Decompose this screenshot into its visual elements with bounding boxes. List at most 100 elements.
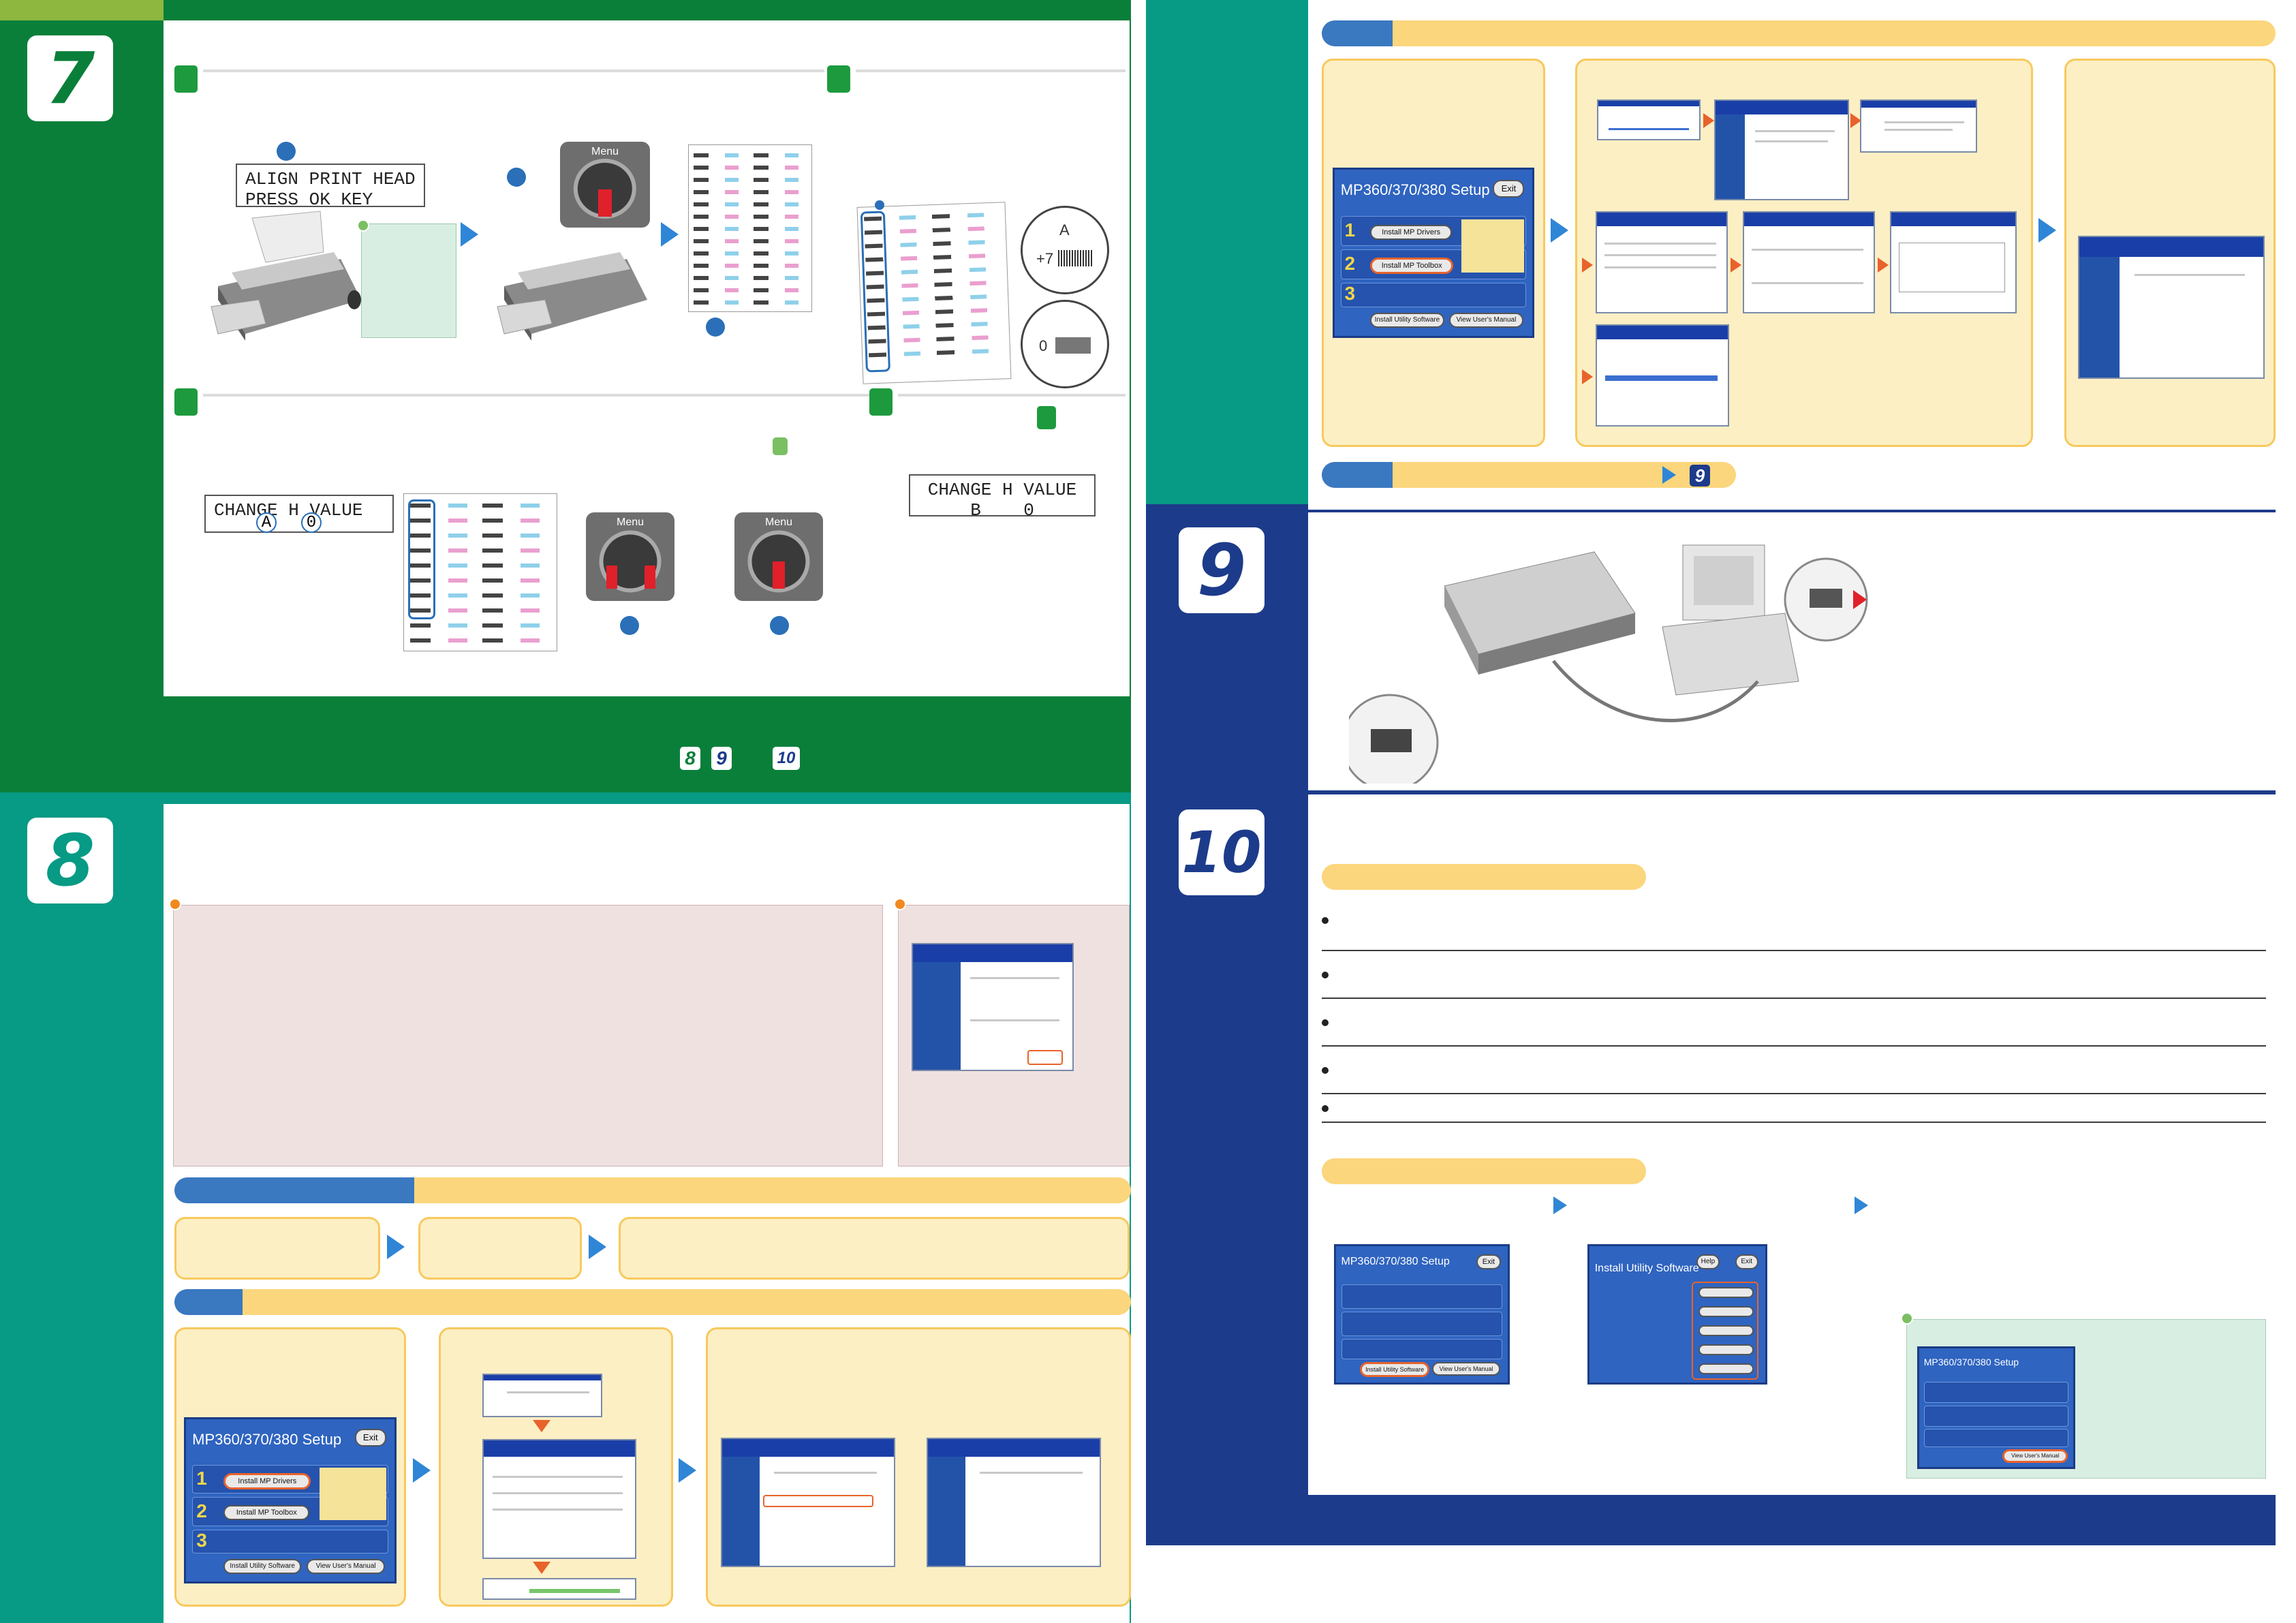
exit-button-2[interactable]: Exit	[354, 1429, 386, 1447]
wizard-shot-1	[1597, 99, 1701, 140]
exit-button-4[interactable]: Exit	[1735, 1254, 1758, 1269]
control-panel-keypad-3[interactable]: Menu	[734, 512, 823, 601]
install-mp-toolbox-button-2[interactable]: Install MP Toolbox	[223, 1505, 310, 1521]
zoom-circle-a: A +7	[1021, 206, 1109, 294]
info-note-2	[319, 1468, 386, 1520]
utility-label-3: Install Utility Software	[1365, 1366, 1425, 1373]
callout-dot-4	[875, 200, 884, 210]
section-8-next-bar-blue	[1322, 462, 1393, 488]
box-step-c	[619, 1217, 1130, 1280]
ref-10-text: 10	[777, 749, 796, 767]
view-manual-button[interactable]: View User's Manual	[1449, 312, 1523, 328]
flow-arrow-8b	[2038, 218, 2056, 243]
view-manual-button-4[interactable]: View User's Manual	[2002, 1449, 2068, 1463]
exit-label-2: Exit	[362, 1432, 378, 1443]
step-2-number: 2	[1344, 253, 1356, 274]
step-1-number: 1	[1344, 219, 1356, 241]
right-press-icon	[645, 566, 655, 589]
utility-option-1[interactable]	[1698, 1287, 1754, 1298]
circle-0-text: 0	[306, 514, 317, 532]
important-marker-2	[894, 898, 906, 910]
callout-dot-3	[706, 318, 725, 337]
utility-label: Install Utility Software	[1374, 315, 1440, 324]
section-8c-bar-yellow	[243, 1289, 1131, 1315]
utility-option-5[interactable]	[1698, 1363, 1754, 1374]
rule-2	[1322, 998, 2266, 999]
flow-arrow-10b	[1855, 1196, 1868, 1214]
install-utility-button-3[interactable]: Install Utility Software	[1360, 1362, 1430, 1377]
zoom-0-pattern	[1055, 337, 1091, 354]
zoom-0-value: 0	[1039, 337, 1048, 354]
step-3-row	[1340, 282, 1527, 308]
exit-label-3: Exit	[1482, 1258, 1495, 1266]
section-8-next-bar-yellow	[1393, 462, 1736, 488]
substep-marker-small	[773, 437, 788, 455]
section-8-continued-strip	[1146, 0, 1308, 504]
control-panel-keypad-1[interactable]: Menu	[560, 142, 650, 228]
setup-title-3: MP360/370/380 Setup	[1341, 1256, 1450, 1267]
control-panel-keypad-2[interactable]: Menu	[586, 512, 674, 601]
view-manual-button-2[interactable]: View User's Manual	[307, 1558, 385, 1574]
step-number-10-text: 10	[1181, 819, 1262, 886]
next-arrow	[1662, 466, 1676, 484]
lcd-line-2: PRESS OK KEY	[245, 189, 373, 210]
install-mp-drivers-button[interactable]: Install MP Drivers	[1370, 224, 1453, 240]
found-new-hardware-shot	[912, 943, 1074, 1071]
drivers-complete-shot-2	[927, 1438, 1101, 1567]
lcd-change-b-line1: CHANGE H VALUE	[927, 480, 1077, 500]
ok-button[interactable]	[573, 159, 637, 219]
utility-option-3[interactable]	[1698, 1325, 1754, 1336]
progress-track-top	[203, 69, 824, 72]
substep-marker-1	[174, 65, 198, 93]
toolbox-label-2: Install MP Toolbox	[236, 1509, 297, 1517]
utility-software-window[interactable]: Install Utility Software Help Exit	[1587, 1244, 1767, 1385]
flow-arrow-8d	[589, 1235, 606, 1259]
util-row-3	[1341, 1339, 1503, 1359]
drivers-shot-3	[482, 1578, 636, 1600]
section-8-bar-yellow	[1393, 20, 2276, 46]
lcd-line-1: ALIGN PRINT HEAD	[245, 169, 416, 189]
setup-title-4: MP360/370/380 Setup	[1923, 1357, 2019, 1368]
install-mp-toolbox-button[interactable]: Install MP Toolbox	[1370, 258, 1454, 275]
ref-9b-text: 9	[1694, 465, 1705, 486]
substep-marker-3	[174, 388, 198, 416]
drivers-label: Install MP Drivers	[1382, 228, 1441, 236]
setup-window-manual[interactable]: MP360/370/380 Setup View User's Manual	[1917, 1346, 2075, 1469]
zoom-a-pattern	[1058, 250, 1092, 266]
step-number-7-text: 7	[45, 37, 95, 120]
ok-button-3[interactable]	[747, 530, 810, 592]
wizard-arrow-2	[1850, 113, 1861, 128]
wizard-arrow-4	[1731, 258, 1741, 273]
setup-window-drivers[interactable]: MP360/370/380 Setup Exit 1 2 3 Install M…	[184, 1417, 397, 1583]
help-button[interactable]: Help	[1696, 1254, 1720, 1269]
important-box-left	[173, 905, 883, 1166]
box-step-b	[418, 1217, 582, 1280]
callout-dot-6	[770, 616, 789, 635]
install-utility-button[interactable]: Install Utility Software	[1370, 312, 1444, 328]
zoom-a-label: A	[1059, 221, 1070, 238]
setup-window-utility[interactable]: MP360/370/380 Setup Exit Install Utility…	[1334, 1244, 1510, 1385]
setup-window-toolbox[interactable]: MP360/370/380 Setup Exit 1 2 3 Install M…	[1333, 168, 1534, 338]
lcd-change-h-value: CHANGE H VALUE	[204, 495, 394, 533]
printer-illustration-2	[491, 204, 654, 347]
utility-title: Install Utility Software	[1594, 1263, 1699, 1274]
install-mp-drivers-button-2[interactable]: Install MP Drivers	[223, 1472, 311, 1489]
exit-button[interactable]: Exit	[1493, 179, 1525, 198]
flow-arrow-8e	[413, 1458, 431, 1483]
utility-option-4[interactable]	[1698, 1344, 1754, 1355]
toolbox-complete-shot	[2078, 236, 2265, 379]
drivers-shot-1	[482, 1374, 602, 1417]
callout-dot-2	[507, 168, 526, 187]
utility-option-2[interactable]	[1698, 1306, 1754, 1317]
ref-step-8: 8	[680, 747, 700, 770]
install-utility-button-2[interactable]: Install Utility Software	[223, 1558, 302, 1574]
progress-track-top-2	[856, 69, 1126, 72]
drivers-shot-2	[482, 1439, 636, 1559]
pattern-sheet-enlarged	[856, 202, 1012, 384]
section-7-tab-strip	[0, 0, 164, 20]
lcd-align-print-head: ALIGN PRINT HEAD PRESS OK KEY	[236, 164, 425, 210]
exit-button-3[interactable]: Exit	[1476, 1254, 1501, 1269]
view-manual-button-3[interactable]: View User's Manual	[1432, 1362, 1500, 1376]
step-number-7: 7	[27, 35, 113, 121]
wizard-arrow-1	[1703, 113, 1714, 128]
